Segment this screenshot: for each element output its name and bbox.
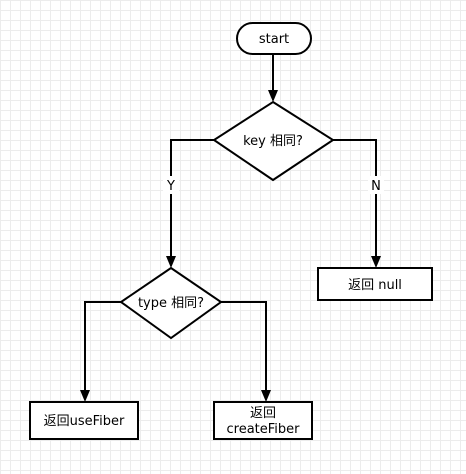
node-key-check-label: key 相同? — [243, 134, 303, 149]
node-type-check[interactable]: type 相同? — [119, 266, 223, 340]
edge-label-no: N — [371, 179, 381, 194]
edge-key-yes: Y — [163, 139, 214, 268]
node-start[interactable]: start — [236, 22, 312, 55]
node-return-create-fiber-line2: createFiber — [226, 422, 300, 437]
node-return-create-fiber-line1: 返回 — [250, 406, 276, 421]
node-key-check[interactable]: key 相同? — [212, 100, 335, 182]
node-return-null-label: 返回 null — [348, 278, 402, 293]
node-type-check-label: type 相同? — [138, 296, 204, 311]
edge-start-to-key-check — [268, 54, 278, 102]
edge-key-no: N — [333, 139, 384, 268]
node-return-use-fiber[interactable]: 返回useFiber — [29, 401, 139, 440]
node-return-create-fiber[interactable]: 返回 createFiber — [213, 401, 313, 440]
node-return-use-fiber-label: 返回useFiber — [44, 414, 125, 429]
edge-type-left — [80, 301, 121, 402]
edge-label-yes: Y — [166, 179, 175, 194]
node-return-null[interactable]: 返回 null — [317, 267, 433, 301]
node-start-label: start — [259, 32, 289, 47]
edge-type-right — [221, 301, 271, 402]
